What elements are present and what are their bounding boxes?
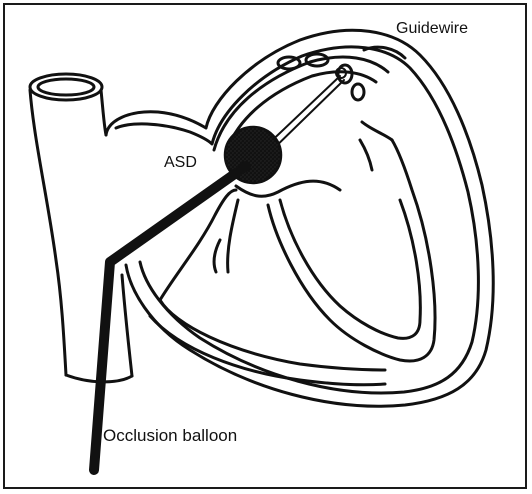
right-ventricle (150, 190, 385, 385)
asd-label: ASD (164, 155, 197, 171)
occlusion-balloon-label: Occlusion balloon (103, 427, 237, 444)
guidewire-label: Guidewire (396, 21, 468, 37)
catheter (94, 166, 246, 470)
